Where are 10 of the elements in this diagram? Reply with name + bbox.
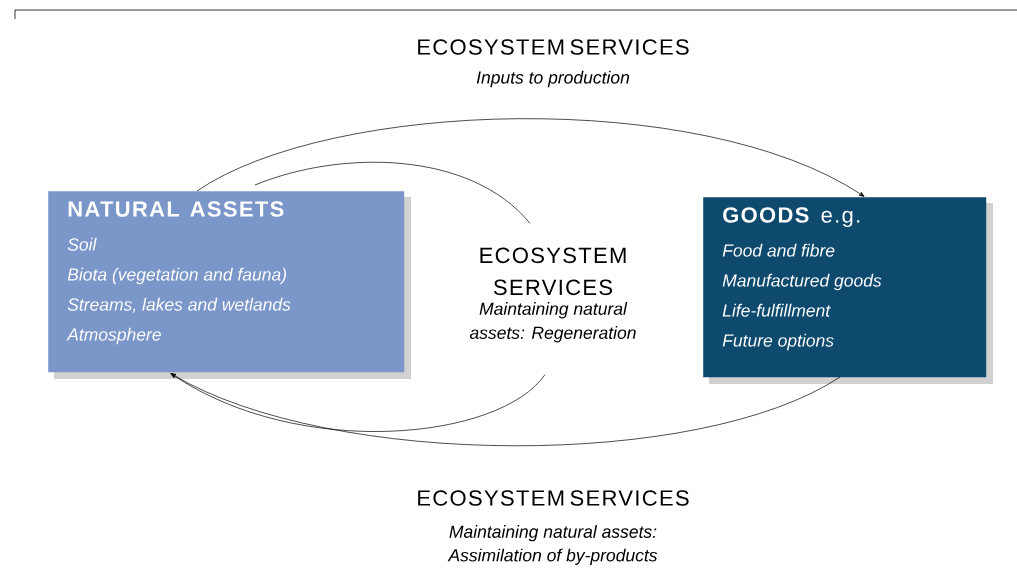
arrow — [170, 373, 841, 447]
content-box: GOODS e.g. Food and fibre Manufactured goods Life-fulfillment Future options — [703, 197, 993, 384]
service-text: ECOSYSTEM SERVICES Maintaining natural assets: Regeneration — [469, 247, 636, 343]
subtitle-text: Inputs to production — [476, 70, 630, 88]
heading-text: ECOSYSTEM SERVICES — [418, 490, 689, 506]
heading-text: ECOSYSTEM SERVICES — [418, 39, 689, 55]
content-box: NATURAL ASSETS Soil Biota (vegetation and fauna) Streams, lakes and wetlands Atmosphere — [48, 191, 411, 379]
arrow — [196, 118, 865, 197]
subtitle-text: Maintaining natural assets: Assimilation of by-products — [447, 525, 658, 565]
arrow — [170, 373, 546, 432]
